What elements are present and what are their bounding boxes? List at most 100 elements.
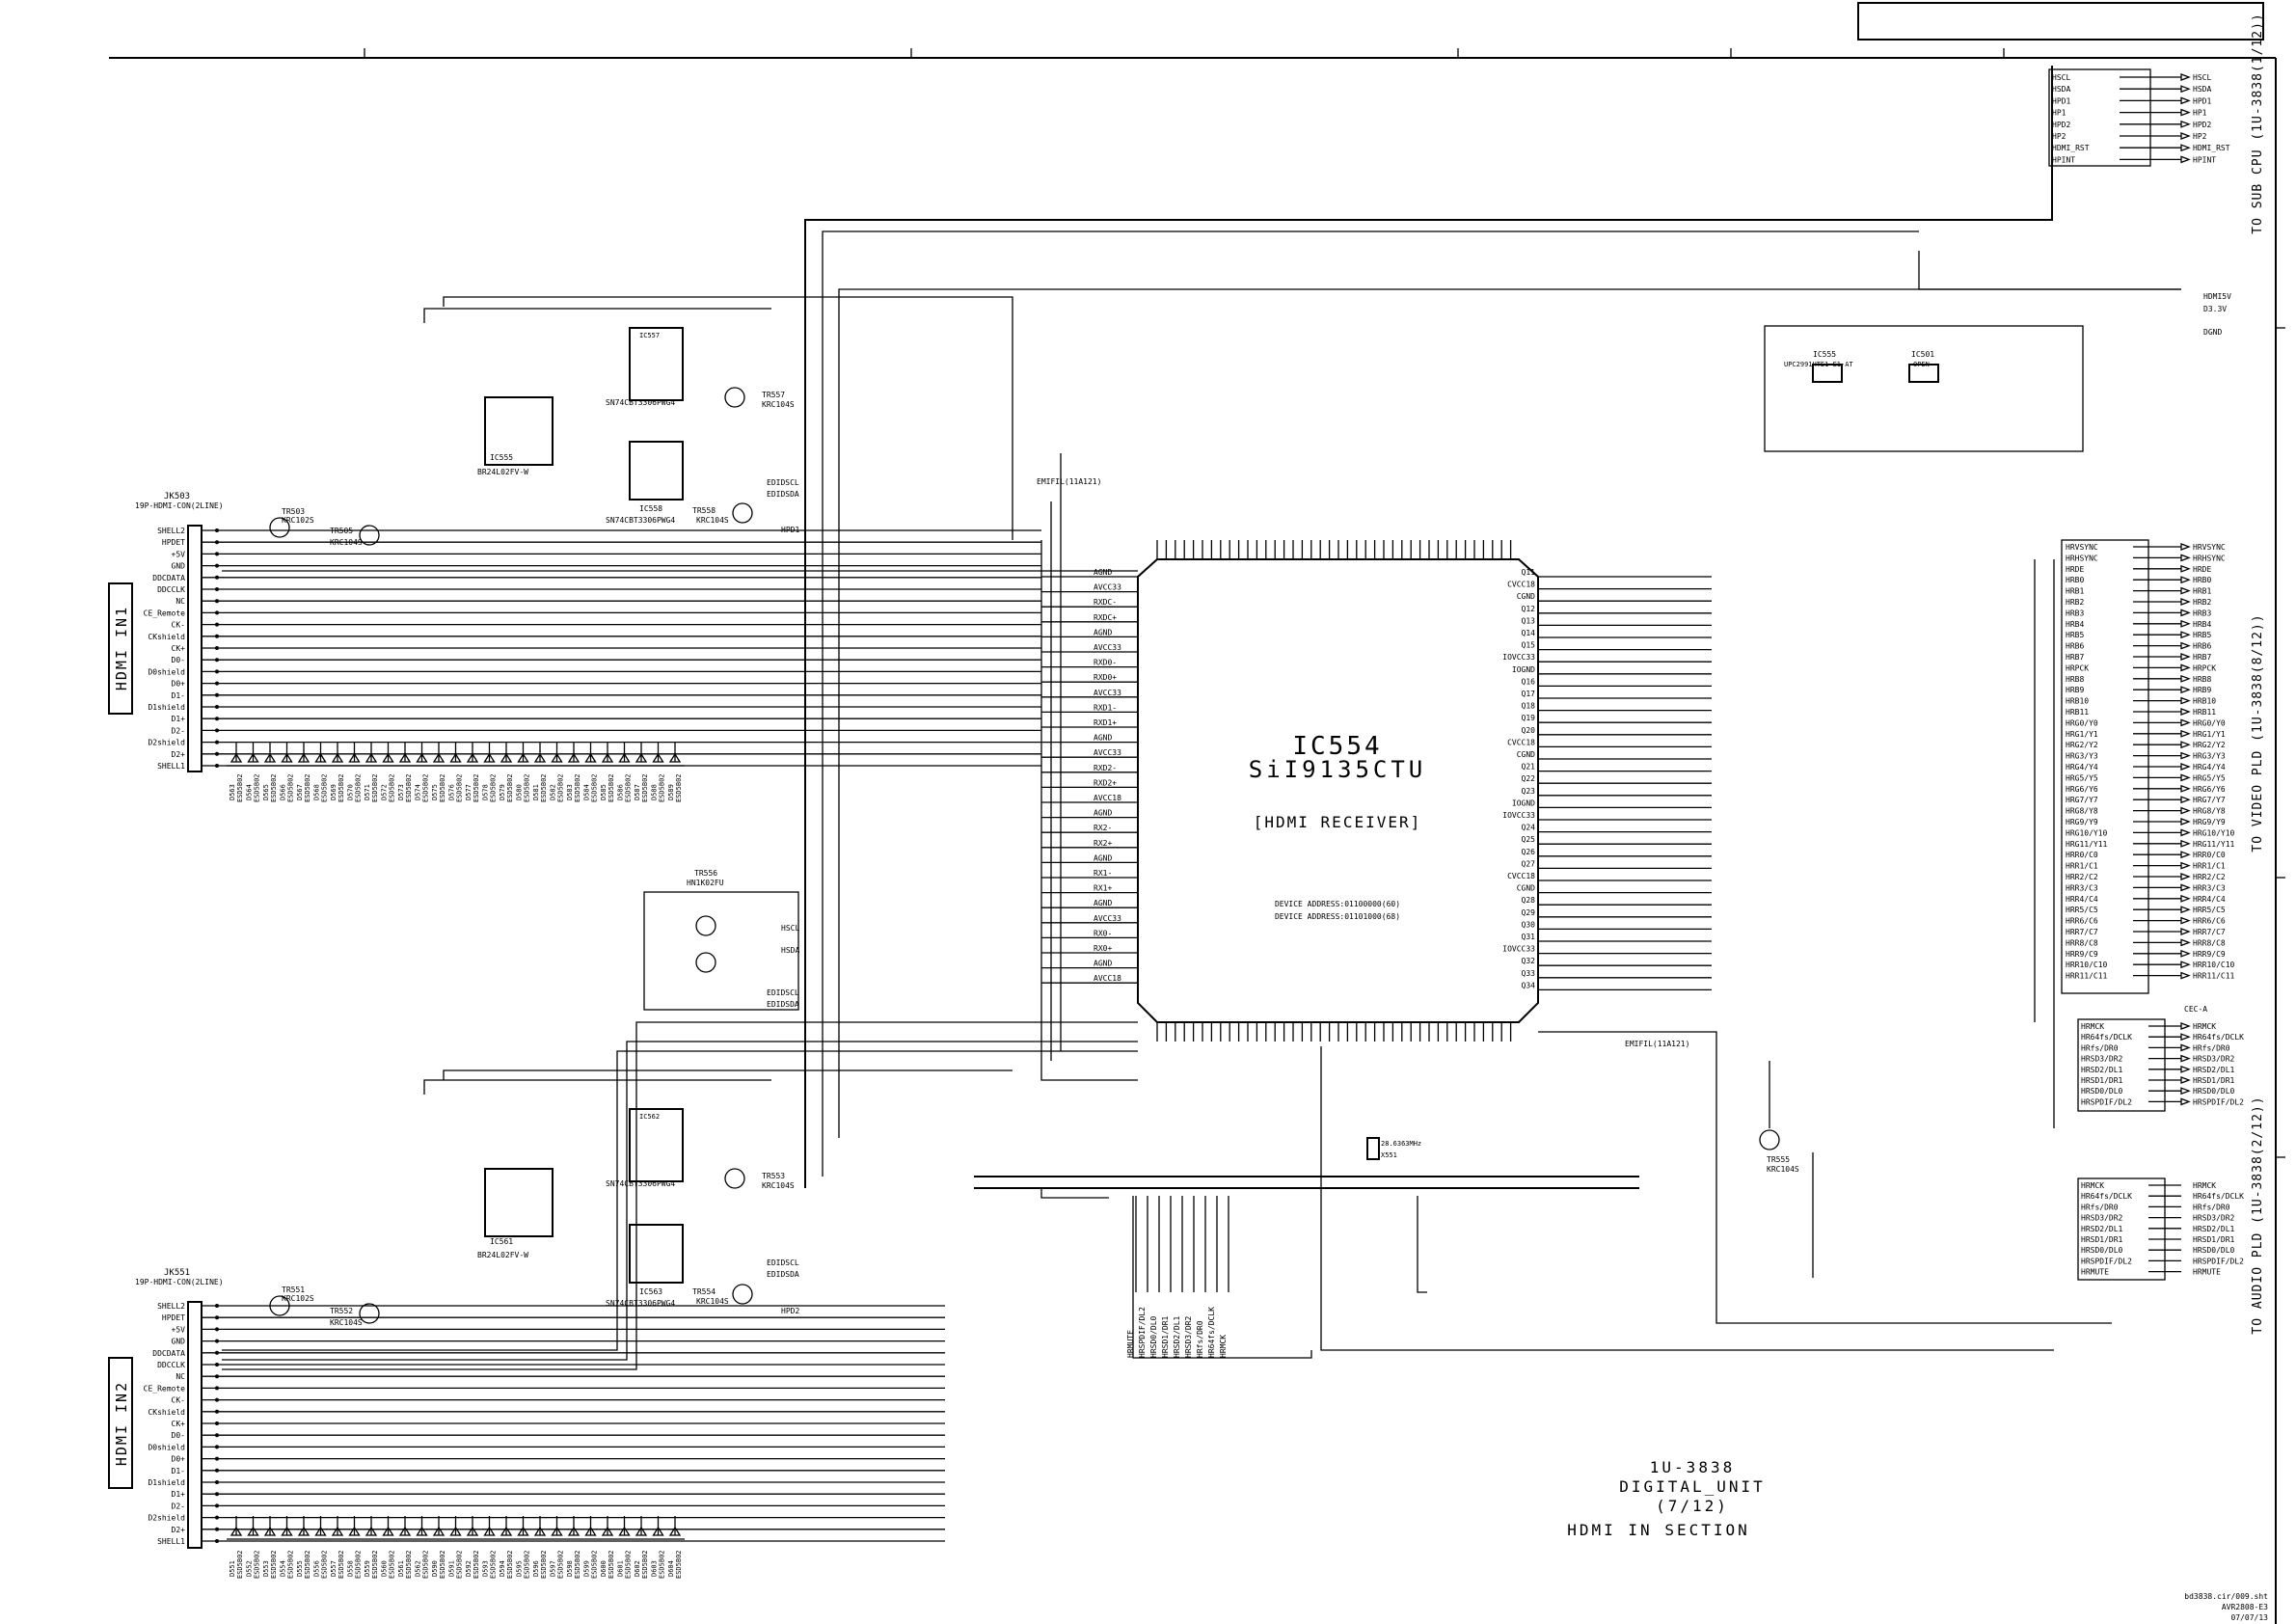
net-label-right: HRR1/C1 (2193, 862, 2226, 871)
net-label-left: HRB4 (2066, 620, 2084, 629)
esd-diode-ref: D601 (617, 1560, 625, 1577)
net-label-left: HDMI_RST (2052, 144, 2090, 152)
esd-diode-value: ESD5B02 (270, 1550, 278, 1579)
esd-diode-value: ESD5B02 (304, 1550, 311, 1579)
net-label-right: HRG11/Y11 (2193, 840, 2235, 849)
tr555-part: KRC104S (1767, 1165, 1799, 1174)
net-label-right: HRR0/C0 (2193, 851, 2226, 859)
junction-dot (215, 1304, 219, 1308)
net-label-left: HPINT (2052, 155, 2075, 164)
net-label-left: HRSD2/DL1 (2081, 1225, 2123, 1233)
esd-diode-symbol (432, 1526, 446, 1536)
esd-diode-symbol (652, 1526, 664, 1536)
net-label-right: HRSD3/DR2 (2193, 1055, 2235, 1064)
esd-diode-ref: D560 (381, 1560, 389, 1577)
net-label-left: HRG4/Y4 (2066, 763, 2098, 771)
bottom-bus-label: HRMUTE (1126, 1330, 1135, 1358)
ic555b-ref: IC555 (1813, 350, 1836, 359)
connector-pin-label: HPDET (162, 1313, 185, 1322)
connector-type: 19P-HDMI-CON(2LINE) (135, 1278, 224, 1286)
net-label-left: HSDA (2052, 85, 2070, 94)
esd-diode-ref: D562 (415, 1560, 422, 1577)
esd-diode-value: ESD5B02 (389, 773, 396, 802)
junction-dot (215, 658, 219, 663)
ic554-pin-label: Q28 (1522, 896, 1536, 905)
net-arrow (2180, 85, 2191, 94)
net-arrow (2180, 828, 2191, 837)
junction-dot (215, 540, 219, 545)
esd-diode-symbol (382, 1526, 394, 1536)
esd-diode-symbol (466, 1526, 479, 1536)
esd-diode-value: ESD5B02 (641, 773, 649, 802)
connector-pin-label: CE_Remote (144, 609, 186, 617)
esd-diode-value: ESD5B02 (254, 773, 261, 802)
junction-dot (215, 599, 219, 604)
ic554-left-pins: AGNDAVCC33RXDC-RXDC+AGNDAVCC33RXD0-RXD0+… (1041, 568, 1138, 984)
esd-diode-symbol (601, 752, 614, 763)
net-label-right: HRG0/Y0 (2193, 718, 2226, 727)
bus-hpd2: HPD2 (781, 1307, 799, 1315)
net-label-left: HRSD1/DR1 (2081, 1235, 2123, 1244)
net-arrow (2180, 818, 2191, 826)
wiring (222, 66, 2181, 1370)
ic554-pin-label: RXD1- (1094, 703, 1117, 712)
esd-diode-ref: D597 (550, 1560, 557, 1577)
net-arrow (2180, 718, 2191, 727)
esd-diode-value: ESD5B02 (355, 773, 363, 802)
ic558-ref: IC558 (639, 504, 662, 513)
connector-pin-label: DDCCLK (157, 585, 185, 594)
ic554-pin-label: AGND (1094, 628, 1112, 636)
net-label-left: HPD1 (2052, 96, 2070, 105)
junction-dot (215, 669, 219, 674)
esd-diode-ref: D567 (296, 784, 304, 800)
net-label-right: HRR3/C3 (2193, 883, 2226, 892)
junction-dot (215, 1339, 219, 1343)
junction-dot (215, 646, 219, 650)
net-label-left: HRSD3/DR2 (2081, 1214, 2123, 1223)
ic554-pin-label: AGND (1094, 899, 1112, 907)
net-arrow (2180, 108, 2191, 117)
net-label-right: HRR2/C2 (2193, 873, 2226, 881)
bus-hpd1: HPD1 (781, 526, 799, 534)
net-label-right: HDMI_RST (2193, 144, 2230, 152)
net-label-right: HRG8/Y8 (2193, 807, 2226, 816)
esd-diode-value: ESD5B02 (473, 1550, 480, 1579)
net-label-right: HRB9 (2193, 686, 2211, 694)
ic554-pin-label: RXDC- (1094, 598, 1117, 607)
esd-diode-symbol (584, 752, 597, 763)
net-arrow (2180, 564, 2191, 573)
net-arrow (2180, 686, 2191, 694)
esd-diode-value: ESD5B02 (675, 773, 683, 802)
ic554-pin-label: RX2+ (1094, 839, 1112, 848)
ic562-part: SN74CBT3306PWG4 (606, 1179, 675, 1188)
ic501-ref: IC501 (1911, 350, 1934, 359)
junction-dot (215, 1445, 219, 1449)
ic554-pin-label: AVCC33 (1094, 583, 1121, 592)
net-label-left: HRG6/Y6 (2066, 785, 2098, 794)
junction-dot (215, 1374, 219, 1379)
tr553-part: KRC104S (762, 1181, 795, 1190)
net-label-left: HRMCK (2081, 1022, 2104, 1031)
connector-pin-label: D2- (172, 726, 185, 735)
esd-diode-value: ESD5B02 (557, 773, 565, 802)
connector-pin-label: D1- (172, 1467, 185, 1475)
esd-diode-ref: D577 (465, 784, 473, 800)
net-arrow (2180, 543, 2191, 551)
net-label-left: HRR0/C0 (2066, 851, 2098, 859)
footer-info: bd3838.cir/009.sht AVR2808-E3 07/07/13 (2184, 1592, 2268, 1622)
esd-diode-value: ESD5B02 (574, 1550, 581, 1579)
bottom-bus-label: HRMCK (1219, 1335, 1228, 1358)
ic554-pin-label: RX0+ (1094, 944, 1112, 953)
net-label-left: HRG11/Y11 (2066, 840, 2108, 849)
bottom-bus-label: HR64fs/DCLK (1207, 1307, 1216, 1358)
net-label-left: HRG5/Y5 (2066, 773, 2098, 782)
junction-dot (215, 717, 219, 721)
bus-hscl: HSCL (781, 924, 799, 933)
net-label-right: HRSD0/DL0 (2193, 1246, 2235, 1255)
bottom-bus-label: HRSD1/DR1 (1161, 1315, 1170, 1358)
net-label-left: HSCL (2052, 73, 2070, 82)
esd-diode-value: ESD5B02 (524, 1550, 531, 1579)
esd-diode-value: ESD5B02 (321, 1550, 329, 1579)
